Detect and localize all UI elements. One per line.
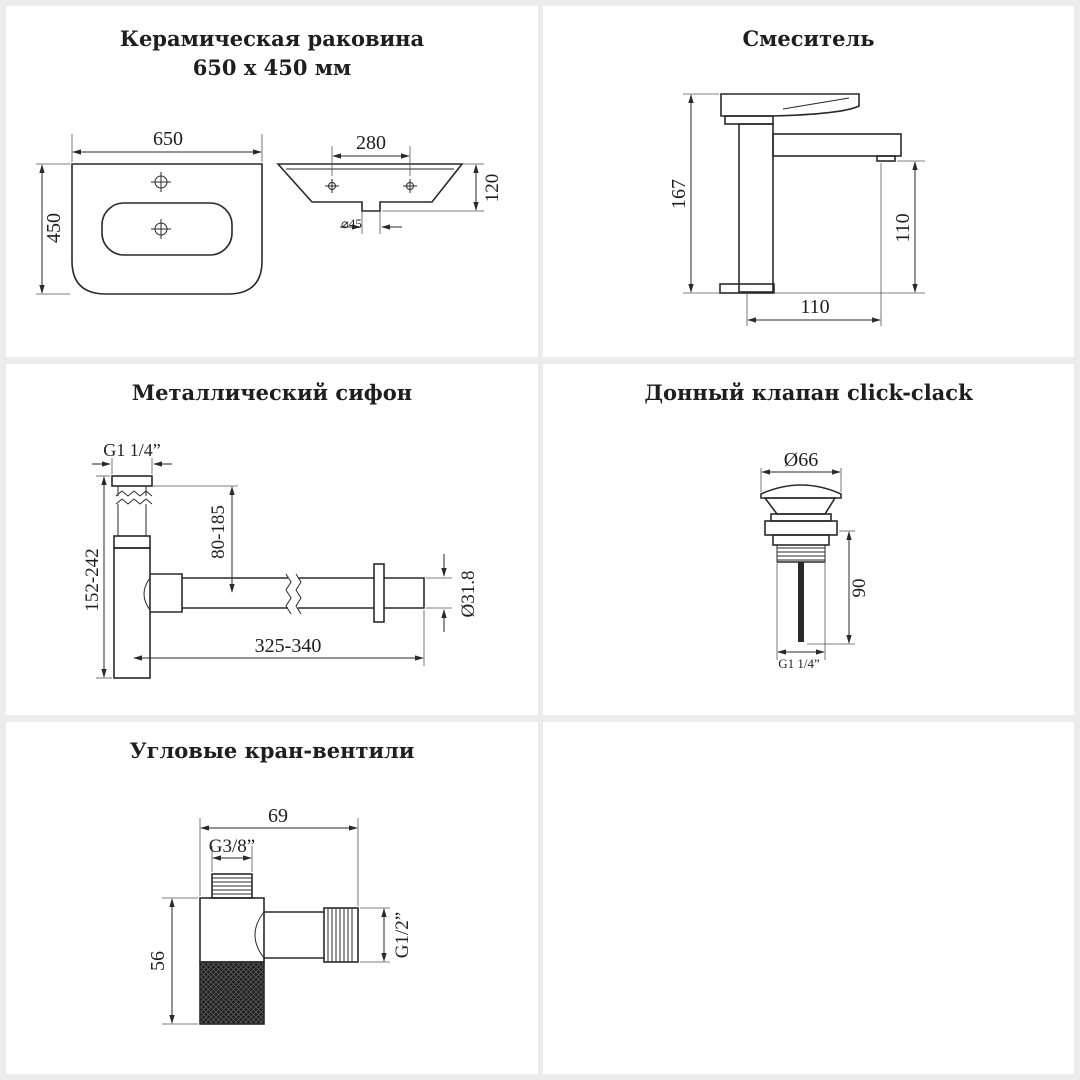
dim-valve-height: 90	[849, 579, 870, 598]
dim-angle-top-thread: G3/8”	[209, 836, 255, 857]
dim-sink-holes: 280	[356, 132, 386, 154]
mixer-body	[719, 93, 902, 294]
knurled-handle	[199, 961, 265, 1025]
angle-valve-title: Угловые кран-вентили	[129, 738, 415, 763]
dim-siphon-length: 325-340	[255, 635, 322, 657]
panel-mixer: Смеситель 167 110 110	[543, 6, 1074, 357]
sink-side-profile	[276, 163, 464, 212]
siphon-body	[111, 475, 425, 679]
dim-angle-height: 56	[147, 951, 169, 971]
panel-siphon: Металлический сифон G1 1/	[6, 364, 538, 715]
dim-siphon-thread: G1 1/4”	[103, 440, 161, 460]
panel-angle-valves: Угловые кран-вентили 69 G3/8	[6, 722, 538, 1074]
siphon-title: Металлический сифон	[131, 380, 413, 405]
siphon-drawing: G1 1/4” 152-242 80-185 325-340 Ø31.8	[82, 440, 479, 679]
panel-empty	[543, 722, 1074, 1074]
dim-siphon-height: 152-242	[82, 548, 103, 611]
sink-outline	[71, 163, 263, 295]
angle-valve-drawing: 69 G3/8” 56 G1/2”	[147, 805, 413, 1025]
dim-sink-drain: ⌀45	[341, 216, 362, 231]
dim-siphon-offset: 80-185	[208, 505, 229, 559]
dim-angle-side-thread: G1/2”	[392, 912, 413, 958]
mixer-title: Смеситель	[742, 26, 875, 51]
dim-mixer-height: 167	[668, 179, 690, 209]
dim-mixer-spout-height: 110	[892, 213, 914, 242]
dim-sink-height: 450	[43, 213, 65, 243]
dim-angle-width: 69	[268, 805, 288, 827]
valve-drawing: Ø66 90 G1 1/4”	[760, 449, 870, 671]
angle-valve-body	[199, 873, 359, 1025]
dim-valve-thread: G1 1/4”	[778, 656, 820, 671]
dim-sink-depth: 120	[482, 174, 503, 203]
sink-title-line1: Керамическая раковина	[119, 26, 425, 51]
panel-click-clack-valve: Донный клапан click-clack Ø66 90 G	[543, 364, 1074, 715]
sink-drawing: 650 450 280 120 ⌀45	[36, 128, 503, 295]
sink-bowl	[101, 202, 233, 256]
valve-title: Донный клапан click-clack	[644, 380, 973, 405]
tap-hole-icon	[151, 172, 171, 192]
dim-mixer-spout-reach: 110	[800, 296, 829, 318]
sink-title-line2: 650 x 450 мм	[192, 55, 352, 80]
dim-valve-diameter: Ø66	[784, 449, 818, 471]
valve-body	[760, 484, 842, 642]
dim-siphon-diameter: Ø31.8	[458, 571, 479, 618]
drain-hole-icon	[151, 219, 171, 239]
dim-sink-width: 650	[153, 128, 183, 150]
panel-ceramic-sink: Керамическая раковина 650 x 450 мм 650 4…	[6, 6, 538, 357]
mixer-drawing: 167 110 110	[668, 93, 925, 326]
